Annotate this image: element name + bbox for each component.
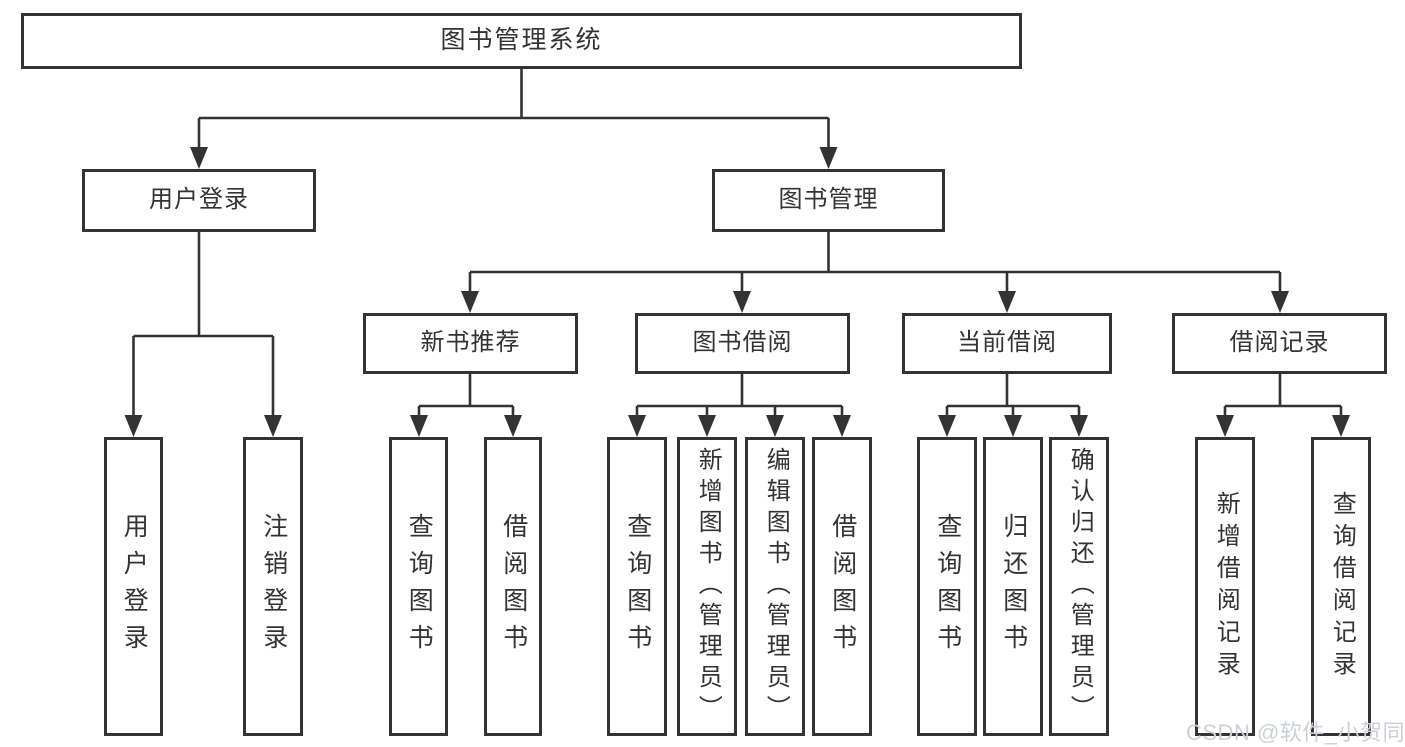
node-new-books: 新书推荐 bbox=[363, 313, 578, 374]
arrow-down-icon bbox=[1216, 415, 1234, 437]
node-user-login: 用户登录 bbox=[82, 169, 316, 232]
connector-book-borrow-children bbox=[628, 374, 851, 437]
arrow-down-icon bbox=[264, 415, 282, 437]
arrow-down-icon bbox=[1271, 291, 1289, 313]
leaf-br-add-record: 新增借阅记录 bbox=[1195, 437, 1255, 736]
leaf-bb-borrow-books: 借阅图书 bbox=[812, 437, 872, 736]
leaf-bb-add-books-admin: 新增图书（管理员） bbox=[677, 437, 737, 736]
leaf-cb-confirm-return-admin: 确认归还（管理员） bbox=[1049, 437, 1109, 736]
connector-book-mgmt-children bbox=[461, 232, 1289, 313]
node-root: 图书管理系统 bbox=[21, 13, 1022, 69]
leaf-br-query-record: 查询借阅记录 bbox=[1311, 437, 1371, 736]
leaf-bb-query-books: 查询图书 bbox=[607, 437, 667, 736]
leaf-nb-query-books: 查询图书 bbox=[389, 437, 448, 736]
csdn-watermark: CSDN @软件_小贺同学 bbox=[1186, 720, 1405, 745]
arrow-down-icon bbox=[1332, 415, 1350, 437]
arrow-down-icon bbox=[461, 291, 479, 313]
node-current-borrow: 当前借阅 bbox=[902, 313, 1112, 374]
arrow-down-icon bbox=[733, 291, 751, 313]
connector-borrow-records-children bbox=[1216, 374, 1350, 437]
arrow-down-icon bbox=[1070, 415, 1088, 437]
arrow-down-icon bbox=[124, 415, 143, 437]
arrow-down-icon bbox=[938, 415, 956, 437]
connector-new-books-children bbox=[410, 374, 522, 437]
arrow-down-icon bbox=[410, 415, 428, 437]
leaf-bb-edit-books-admin: 编辑图书（管理员） bbox=[745, 437, 805, 736]
leaf-logout: 注销登录 bbox=[243, 437, 303, 736]
connector-user-login-children bbox=[124, 232, 282, 437]
connector-root-children bbox=[190, 69, 838, 169]
arrow-down-icon bbox=[628, 415, 646, 437]
leaf-cb-query-books: 查询图书 bbox=[917, 437, 977, 736]
leaf-nb-borrow-books: 借阅图书 bbox=[484, 437, 542, 736]
node-book-borrow: 图书借阅 bbox=[635, 313, 850, 374]
arrow-down-icon bbox=[833, 415, 851, 437]
arrow-down-icon bbox=[698, 415, 716, 437]
leaf-cb-return-books: 归还图书 bbox=[983, 437, 1043, 736]
arrow-down-icon bbox=[766, 415, 784, 437]
node-borrow-records: 借阅记录 bbox=[1172, 313, 1387, 374]
leaf-user-login: 用户登录 bbox=[104, 437, 163, 736]
arrow-down-icon bbox=[998, 291, 1016, 313]
connector-current-borrow-children bbox=[938, 374, 1088, 437]
arrow-down-icon bbox=[1004, 415, 1022, 437]
arrow-down-icon bbox=[819, 147, 838, 169]
arrow-down-icon bbox=[504, 415, 522, 437]
arrow-down-icon bbox=[190, 147, 208, 169]
node-book-mgmt: 图书管理 bbox=[712, 169, 945, 232]
